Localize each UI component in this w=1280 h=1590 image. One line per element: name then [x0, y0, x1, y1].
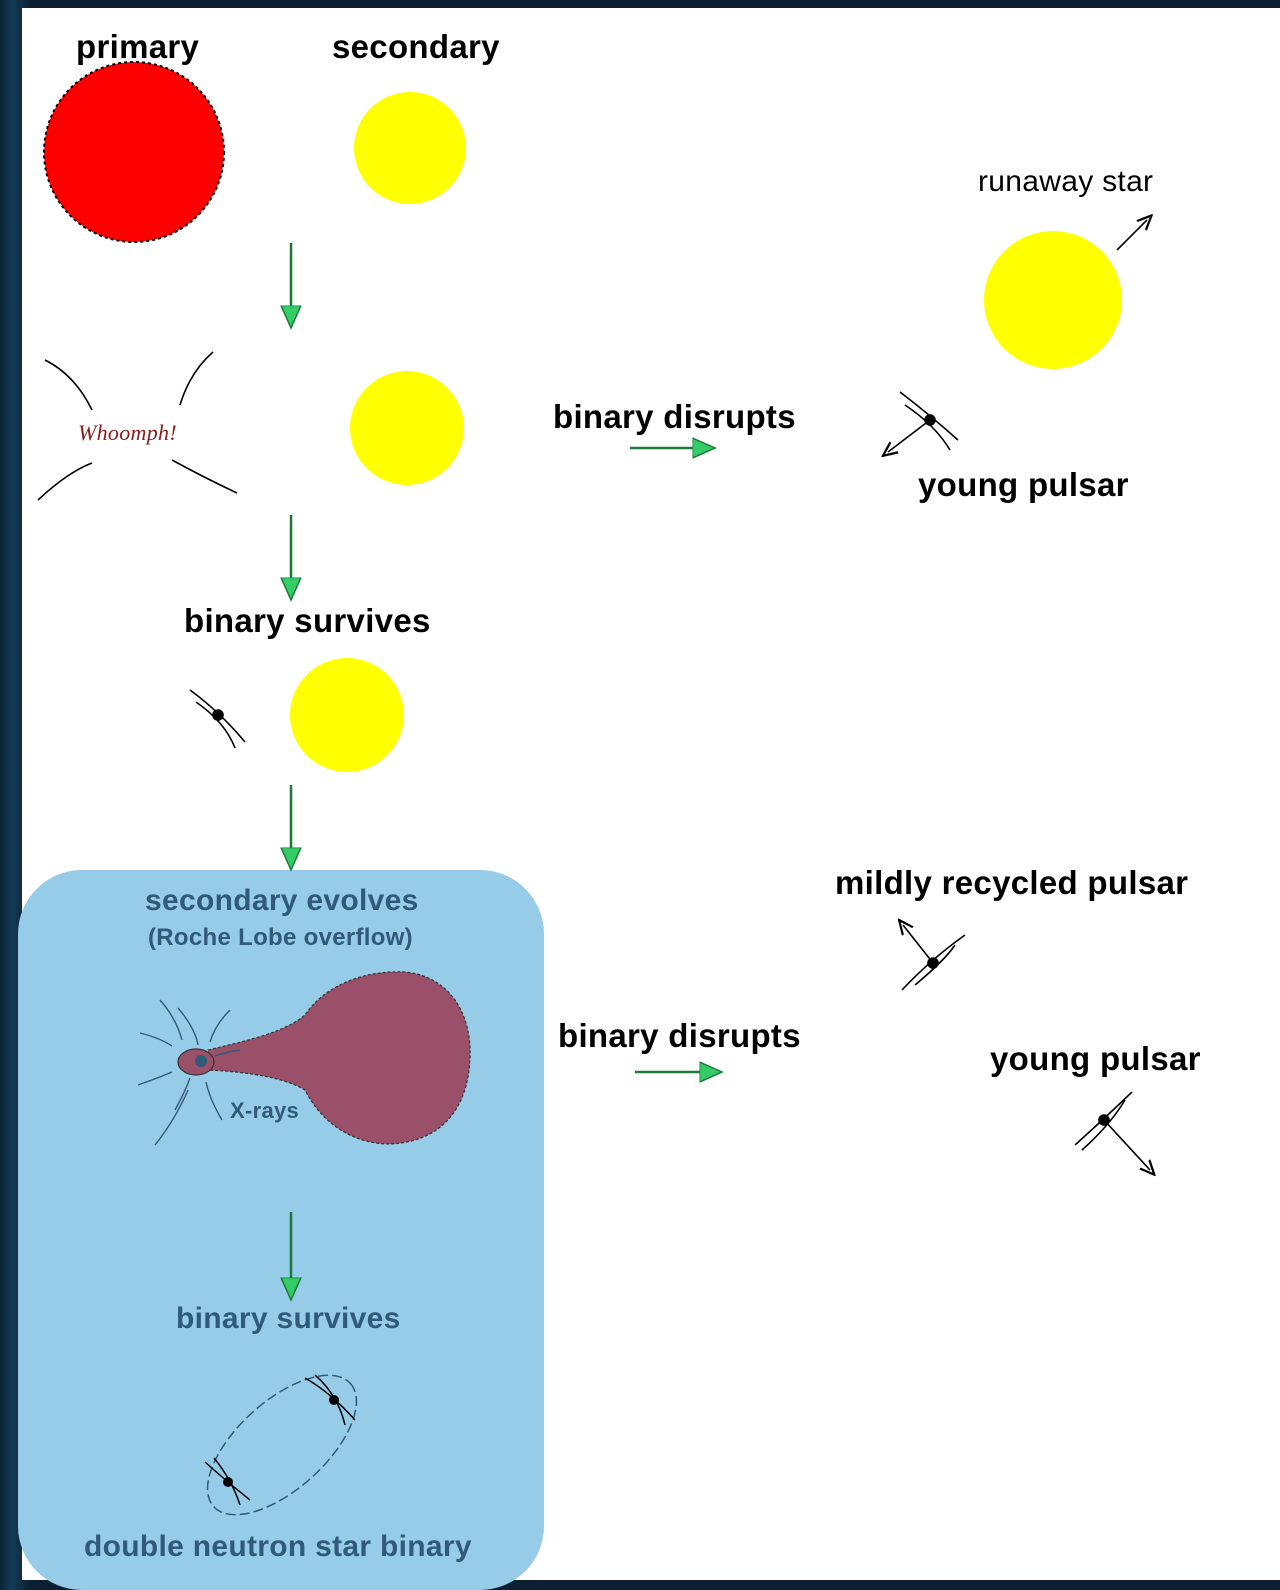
pulsar-icon-4 — [1075, 1092, 1150, 1170]
secondary-star-3 — [290, 658, 404, 772]
label-secondary: secondary — [332, 28, 500, 66]
label-binary-disrupts-1: binary disrupts — [553, 398, 796, 436]
label-binary-survives-2: binary survives — [176, 1302, 401, 1336]
label-binary-survives-1: binary survives — [184, 602, 431, 640]
pulsar-icon-3 — [902, 925, 965, 990]
label-primary: primary — [76, 28, 199, 66]
label-young-pulsar-2: young pulsar — [990, 1040, 1201, 1078]
label-binary-disrupts-2: binary disrupts — [558, 1017, 801, 1055]
runaway-star — [984, 231, 1122, 369]
secondary-star-2 — [350, 371, 464, 485]
label-runaway-star: runaway star — [978, 165, 1153, 199]
primary-star — [44, 62, 224, 242]
secondary-star — [354, 92, 466, 204]
label-x-rays: X-rays — [230, 1098, 299, 1124]
label-young-pulsar-1: young pulsar — [918, 466, 1129, 504]
label-roche-lobe: (Roche Lobe overflow) — [148, 924, 413, 952]
label-double-neutron-star-binary: double neutron star binary — [84, 1530, 472, 1564]
label-whoomph: Whoomph! — [78, 420, 177, 446]
accretion-donor-icon — [178, 972, 470, 1144]
runaway-direction — [1117, 220, 1147, 250]
pulsar-icon-2 — [190, 690, 245, 748]
label-mildly-recycled-pulsar: mildly recycled pulsar — [835, 864, 1188, 902]
binary-orbit-icon — [184, 1351, 380, 1540]
label-secondary-evolves: secondary evolves — [145, 884, 419, 918]
pulsar-icon-1 — [888, 392, 958, 452]
